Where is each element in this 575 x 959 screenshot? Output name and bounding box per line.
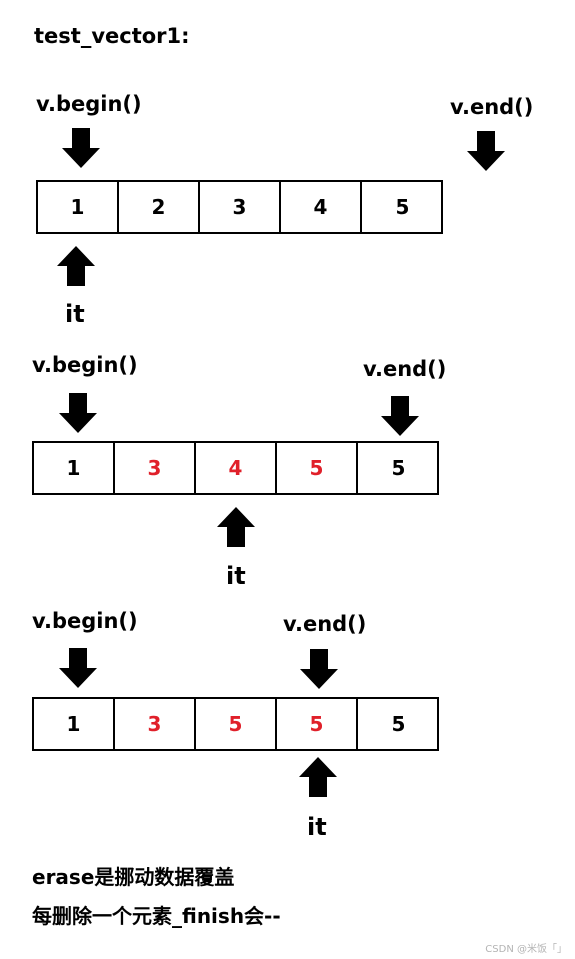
watermark: CSDN @米饭「」 (485, 944, 567, 955)
note-line-2: 每删除一个元素_finish会-- (32, 904, 281, 928)
vector-cell: 3 (200, 182, 281, 232)
begin-label: v.begin() (32, 353, 138, 377)
down-arrow-icon (467, 131, 505, 171)
vector-cell: 5 (391, 456, 406, 480)
up-arrow-icon (217, 507, 255, 547)
down-arrow-icon (59, 648, 97, 688)
vector-cell: 5 (395, 195, 410, 219)
vector-cell: 5 (196, 699, 277, 749)
end-label: v.end() (450, 95, 534, 119)
iterator-label: it (226, 562, 246, 590)
iterator-label: it (307, 813, 327, 841)
down-arrow-icon (59, 393, 97, 433)
diagram-title: test_vector1: (34, 24, 190, 48)
up-arrow-icon (57, 246, 95, 286)
vector-cell: 3 (115, 699, 196, 749)
vector-cell: 4 (196, 443, 277, 493)
vector-cell: 4 (281, 182, 362, 232)
vector-cell: 5 (277, 699, 358, 749)
vector-cell: 2 (119, 182, 200, 232)
vector-cell: 5 (277, 443, 358, 493)
begin-label: v.begin() (32, 609, 138, 633)
vector-cell: 1 (34, 699, 115, 749)
note-line-1: erase是挪动数据覆盖 (32, 865, 235, 889)
vector-cell: 3 (115, 443, 196, 493)
vector-cell: 1 (34, 443, 115, 493)
vector-cell: 1 (38, 182, 119, 232)
down-arrow-icon (381, 396, 419, 436)
up-arrow-icon (299, 757, 337, 797)
down-arrow-icon (62, 128, 100, 168)
end-label: v.end() (283, 612, 367, 636)
down-arrow-icon (300, 649, 338, 689)
begin-label: v.begin() (36, 92, 142, 116)
end-label: v.end() (363, 357, 447, 381)
iterator-label: it (65, 300, 85, 328)
vector-cell: 5 (391, 712, 406, 736)
